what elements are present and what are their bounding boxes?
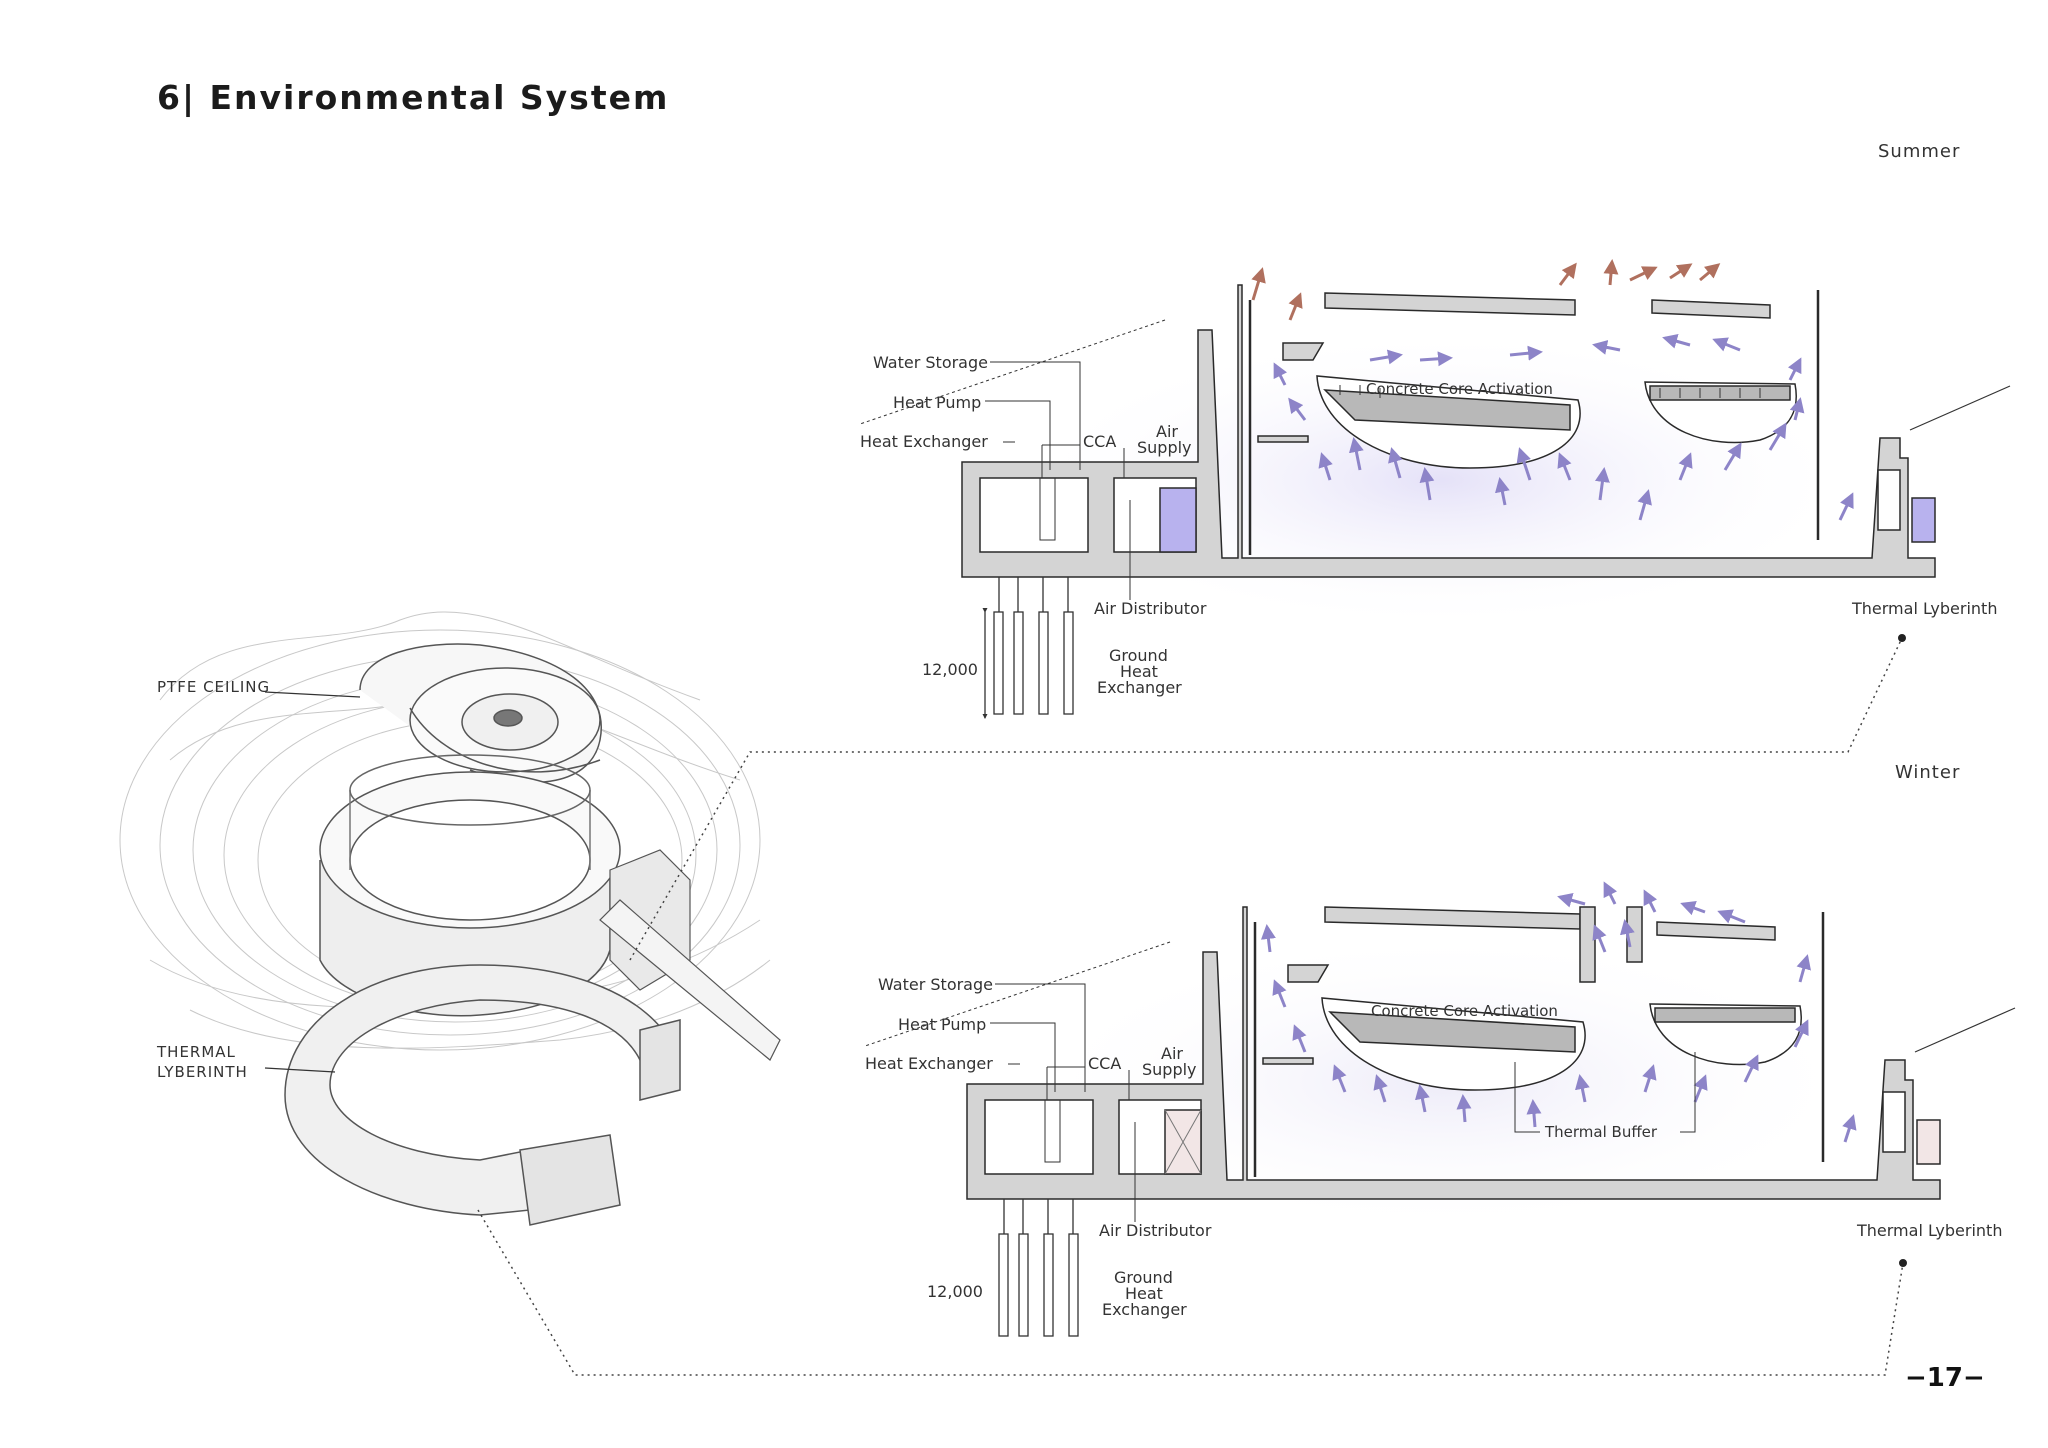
summer-ground-1: Ground	[1109, 646, 1168, 665]
winter-air-distributor: Air Distributor	[1099, 1221, 1212, 1240]
summer-cca-ticks	[1339, 385, 1761, 398]
summer-ground-exchanger	[982, 577, 1074, 720]
summer-warm-arrows	[1251, 259, 1721, 321]
winter-domes	[1321, 997, 1802, 1091]
summer-label: Summer	[1878, 141, 1961, 162]
winter-water-storage: Water Storage	[878, 975, 993, 994]
winter-thermal-lyberinth: Thermal Lyberinth	[1856, 1221, 2002, 1240]
page-title: 6| Environmental System	[157, 78, 670, 117]
thermal-label-line1: THERMAL	[156, 1043, 236, 1061]
summer-roofs	[1257, 292, 1771, 443]
summer-air-supply-1: Air	[1156, 422, 1178, 441]
summer-mech-leaders	[859, 319, 1166, 600]
winter-air-arrows	[1260, 881, 1857, 1143]
winter-label: Winter	[1895, 762, 1961, 783]
summer-ground-3: Exchanger	[1097, 678, 1182, 697]
summer-thermal-lyberinth: Thermal Lyberinth	[1851, 599, 1997, 618]
summer-building	[961, 284, 1936, 578]
axonometric-drawing: PTFE CEILING THERMAL LYBERINTH	[119, 611, 1907, 1376]
summer-cca: CCA	[1083, 432, 1116, 451]
summer-air-supply-2: Supply	[1137, 438, 1192, 457]
winter-connector	[477, 1209, 1904, 1376]
winter-ground-exchanger	[998, 1199, 1079, 1337]
summer-air-arrows	[1273, 334, 1854, 521]
winter-concrete-core: Concrete Core Activation	[1371, 1002, 1558, 1020]
winter-cca: CCA	[1088, 1054, 1121, 1073]
summer-ground-2: Heat	[1120, 662, 1158, 681]
summer-connector	[629, 637, 1903, 961]
thermal-lyberinth-ring	[284, 964, 681, 1226]
ptfe-label: PTFE CEILING	[157, 678, 270, 696]
winter-lyberinth-leader	[1914, 1007, 2016, 1053]
winter-air-supply-2: Supply	[1142, 1060, 1197, 1079]
summer-depth: 12,000	[922, 660, 978, 679]
summer-air-distributor: Air Distributor	[1094, 599, 1207, 618]
summer-lyberinth-leader	[1909, 385, 2011, 431]
winter-mech-leaders	[864, 941, 1696, 1222]
winter-building	[966, 906, 1941, 1200]
summer-concrete-core: Concrete Core Activation	[1366, 380, 1553, 398]
winter-section: Water Storage Heat Pump Heat Exchanger C…	[864, 881, 2016, 1337]
winter-ground-2: Heat	[1125, 1284, 1163, 1303]
summer-connector-dot	[1898, 634, 1906, 642]
summer-heat-exchanger: Heat Exchanger	[860, 432, 988, 451]
summer-domes	[1316, 375, 1797, 469]
winter-air-supply-1: Air	[1161, 1044, 1183, 1063]
winter-heat-pump: Heat Pump	[898, 1015, 986, 1034]
summer-section: Water Storage Heat Pump Heat Exchanger C…	[859, 259, 2011, 720]
winter-thermal-buffer: Thermal Buffer	[1544, 1123, 1658, 1141]
side-building	[599, 849, 781, 1061]
ptfe-leader	[264, 691, 361, 698]
ptfe-ceiling	[359, 643, 602, 784]
page-number: −17−	[1905, 1363, 1985, 1393]
summer-heat-pump: Heat Pump	[893, 393, 981, 412]
winter-ground-3: Exchanger	[1102, 1300, 1187, 1319]
winter-heat-exchanger: Heat Exchanger	[865, 1054, 993, 1073]
winter-ground-1: Ground	[1114, 1268, 1173, 1287]
summer-water-storage: Water Storage	[873, 353, 988, 372]
winter-connector-dot	[1899, 1259, 1907, 1267]
thermal-leader	[264, 1067, 336, 1073]
summer-air-glow	[1020, 330, 1860, 630]
thermal-label-line2: LYBERINTH	[157, 1063, 248, 1081]
winter-depth: 12,000	[927, 1282, 983, 1301]
